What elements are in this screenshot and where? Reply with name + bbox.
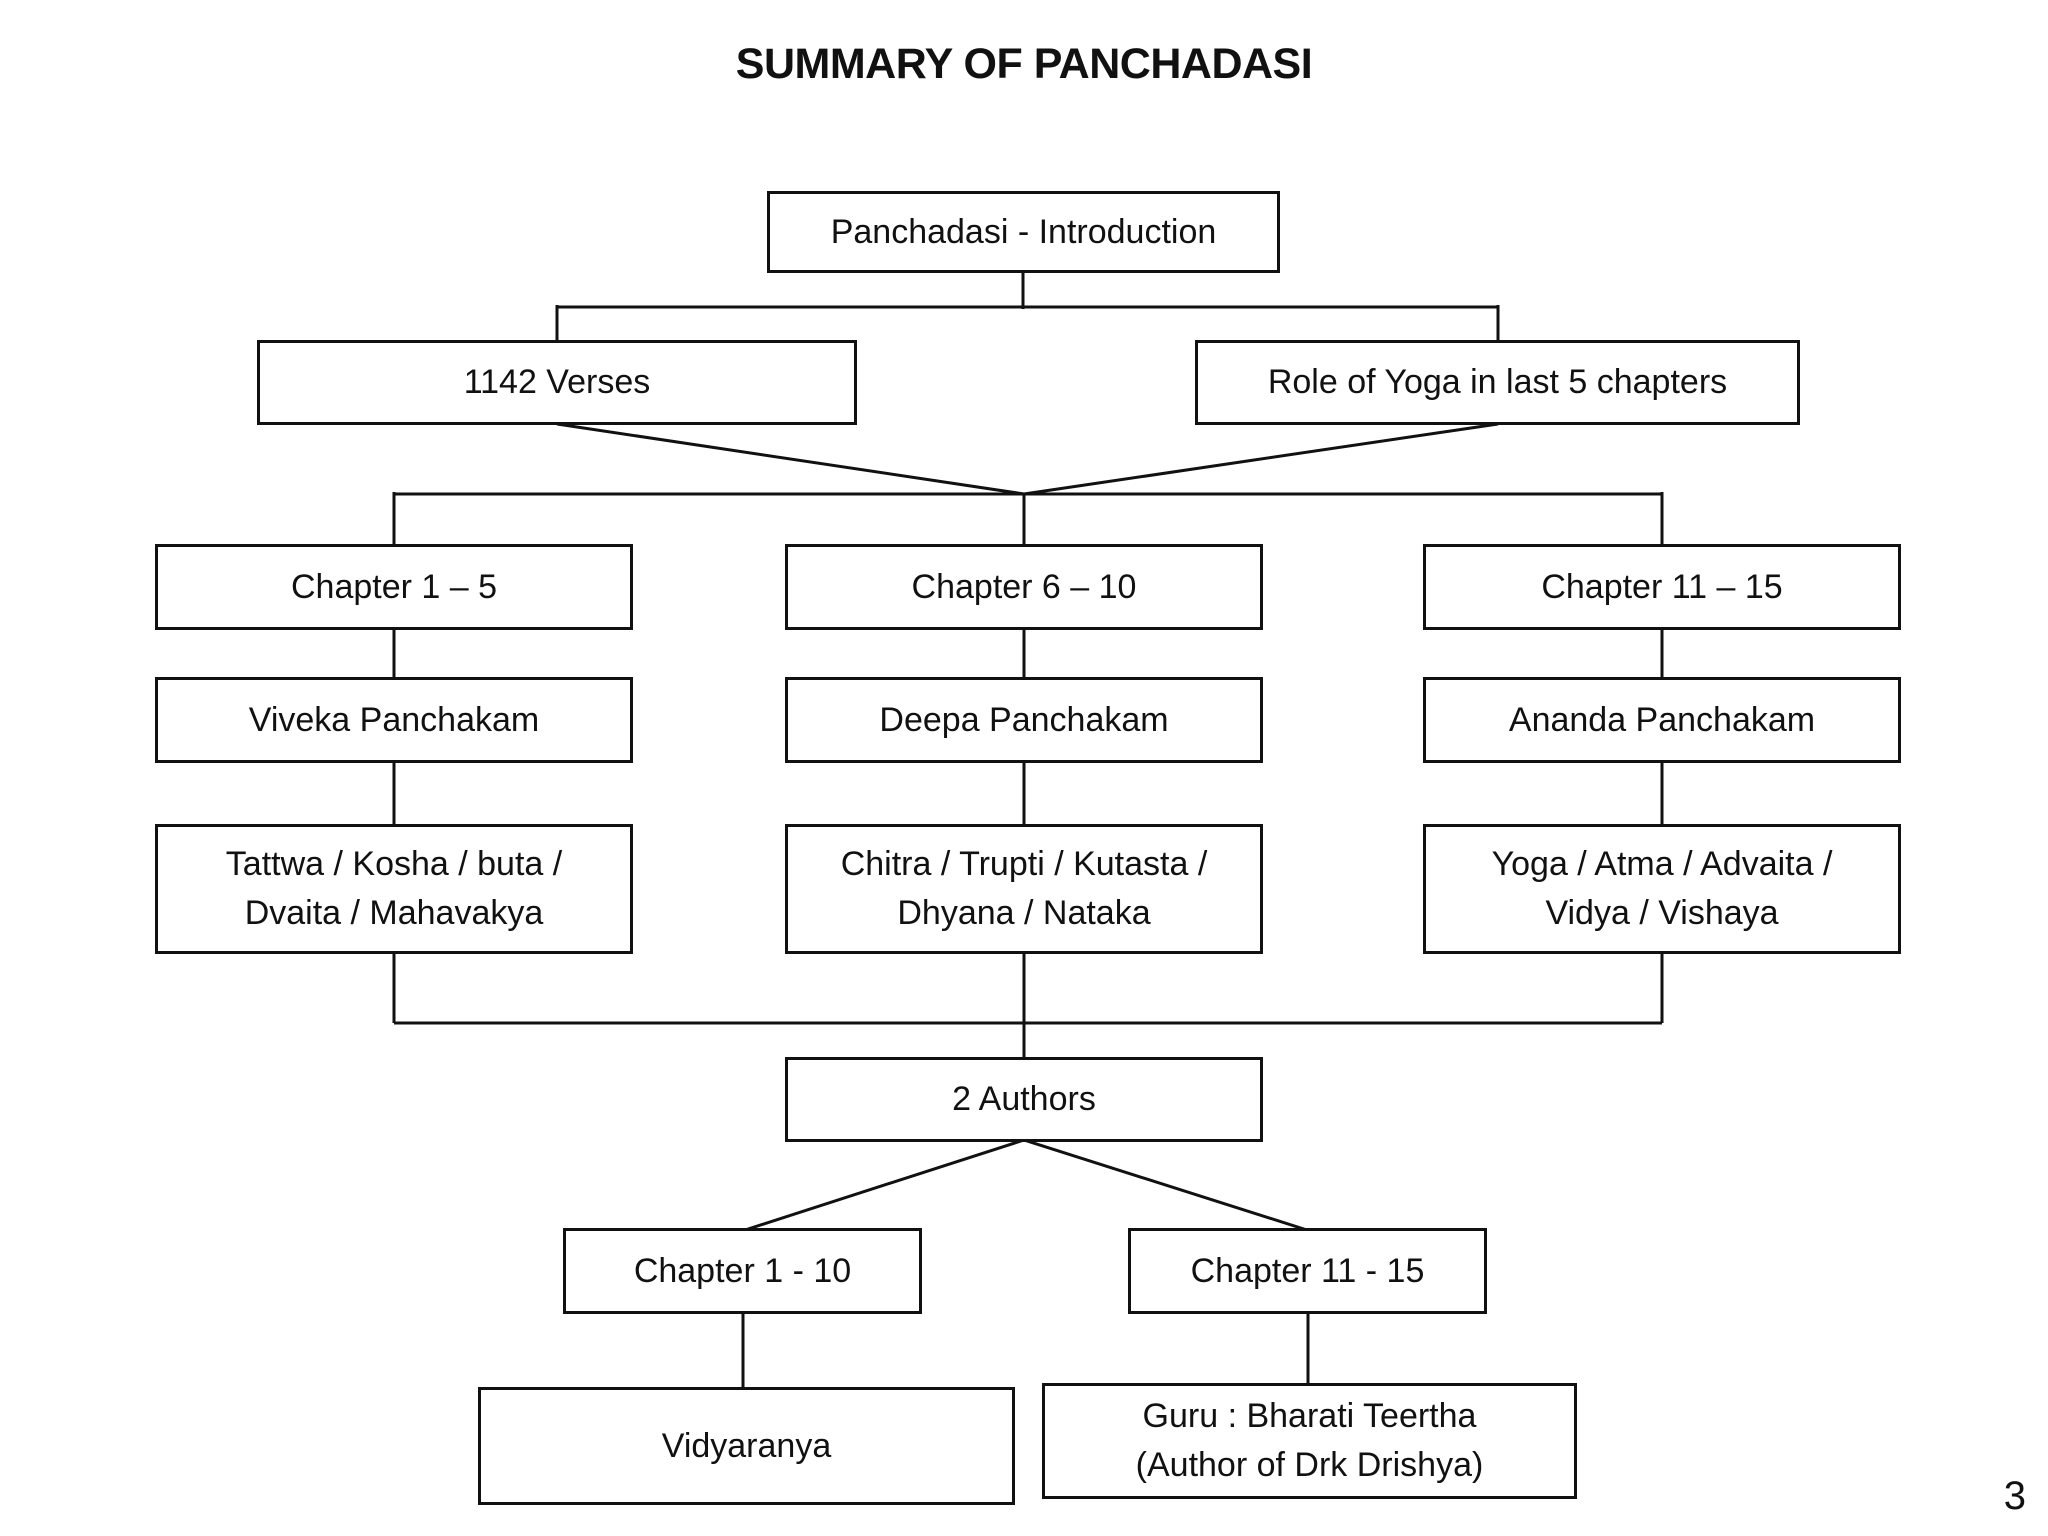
node-chapter-6-10: Chapter 6 – 10: [785, 544, 1263, 630]
node-viveka-panchakam: Viveka Panchakam: [155, 677, 633, 763]
node-topics-2: Chitra / Trupti / Kutasta / Dhyana / Nat…: [785, 824, 1263, 954]
node-ananda-panchakam: Ananda Panchakam: [1423, 677, 1901, 763]
node-author-chapter-11-15-label: Chapter 11 - 15: [1190, 1251, 1425, 1290]
node-deepa-panchakam: Deepa Panchakam: [785, 677, 1263, 763]
node-topics-3-line1: Yoga / Atma / Advaita /: [1491, 845, 1833, 884]
node-author-chapter-1-10: Chapter 1 - 10: [563, 1228, 922, 1314]
node-introduction: Panchadasi - Introduction: [767, 191, 1280, 273]
node-deepa-panchakam-label: Deepa Panchakam: [879, 700, 1169, 739]
node-ananda-panchakam-label: Ananda Panchakam: [1508, 700, 1816, 739]
slide-title: SUMMARY OF PANCHADASI: [735, 40, 1313, 88]
node-topics-2-line1: Chitra / Trupti / Kutasta /: [840, 845, 1208, 884]
node-topics-1: Tattwa / Kosha / buta / Dvaita / Mahavak…: [155, 824, 633, 954]
node-2-authors: 2 Authors: [785, 1057, 1263, 1142]
node-chapter-11-15: Chapter 11 – 15: [1423, 544, 1901, 630]
node-guru-line1: Guru : Bharati Teertha: [1142, 1397, 1477, 1436]
page-number: 3: [2003, 1474, 2026, 1518]
node-topics-2-line2: Dhyana / Nataka: [897, 894, 1151, 932]
node-2-authors-label: 2 Authors: [952, 1080, 1096, 1119]
node-chapter-1-5: Chapter 1 – 5: [155, 544, 633, 630]
node-introduction-label: Panchadasi - Introduction: [830, 212, 1217, 251]
node-author-chapter-11-15: Chapter 11 - 15: [1128, 1228, 1487, 1314]
node-viveka-panchakam-label: Viveka Panchakam: [248, 700, 540, 739]
node-topics-3: Yoga / Atma / Advaita / Vidya / Vishaya: [1423, 824, 1901, 954]
node-yoga-role: Role of Yoga in last 5 chapters: [1195, 340, 1800, 425]
node-topics-3-line2: Vidya / Vishaya: [1545, 894, 1779, 932]
node-chapter-1-5-label: Chapter 1 – 5: [290, 567, 498, 606]
node-vidyaranya-label: Vidyaranya: [661, 1426, 832, 1465]
node-chapter-6-10-label: Chapter 6 – 10: [911, 567, 1137, 606]
node-chapter-11-15-label: Chapter 11 – 15: [1541, 567, 1783, 606]
node-verses-label: 1142 Verses: [463, 363, 651, 402]
node-guru-bharati-teertha: Guru : Bharati Teertha (Author of Drk Dr…: [1042, 1383, 1577, 1499]
node-vidyaranya: Vidyaranya: [478, 1387, 1015, 1505]
node-guru-line2: (Author of Drk Drishya): [1135, 1446, 1484, 1484]
node-topics-1-line2: Dvaita / Mahavakya: [244, 894, 544, 932]
node-author-chapter-1-10-label: Chapter 1 - 10: [633, 1251, 852, 1290]
node-verses: 1142 Verses: [257, 340, 857, 425]
node-yoga-role-label: Role of Yoga in last 5 chapters: [1267, 363, 1728, 402]
node-topics-1-line1: Tattwa / Kosha / buta /: [225, 845, 563, 884]
